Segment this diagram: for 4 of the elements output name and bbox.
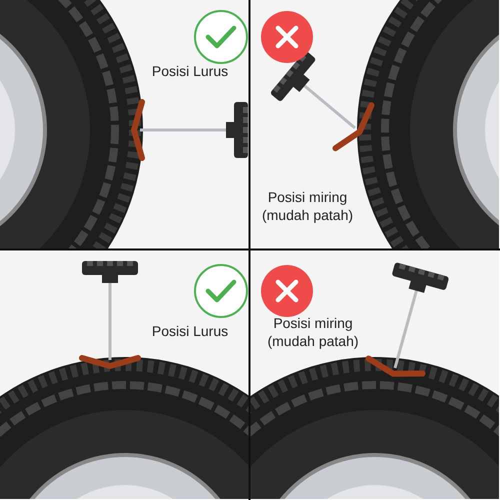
caption-text: Posisi Lurus [150,322,230,340]
caption-text: Posisi miring (mudah patah) [266,314,360,350]
caption-text: Posisi miring (mudah patah) [260,188,354,224]
caption-text: Posisi Lurus [150,62,230,80]
